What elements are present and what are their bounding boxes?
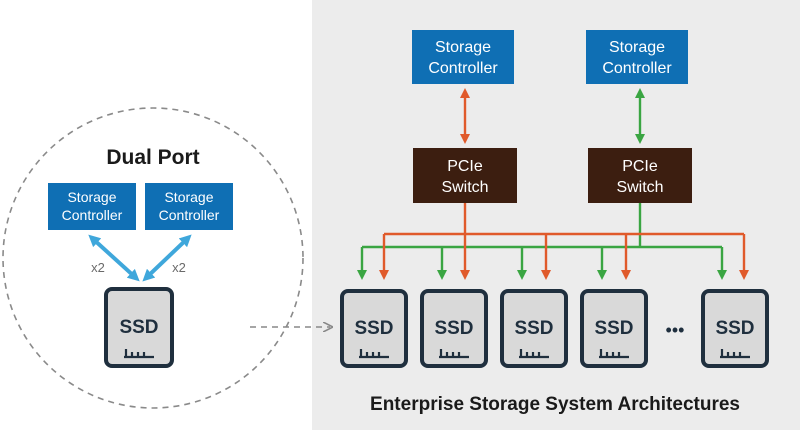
controller-label-line2: Controller <box>159 207 220 223</box>
enterprise-section: Storage Controller Storage Controller PC… <box>340 30 769 415</box>
dual-link-left-label: x2 <box>91 260 105 275</box>
controller-label-line2: Controller <box>602 60 672 77</box>
orange-bus <box>379 203 749 280</box>
ssd-connector-icon <box>599 349 629 359</box>
dual-port-section: Dual Port Storage Controller Storage Con… <box>2 107 304 409</box>
pcie-switch-2: PCIe Switch <box>588 148 692 203</box>
dual-port-ssd: SSD <box>104 287 174 368</box>
enterprise-ssd-1: SSD <box>340 289 408 368</box>
ssd-connector-icon <box>439 349 469 359</box>
pcie-switch-1: PCIe Switch <box>413 148 517 203</box>
enterprise-storage-controller-1: Storage Controller <box>412 30 514 84</box>
enterprise-ssd-5: SSD <box>701 289 769 368</box>
ssd-connector-icon <box>359 349 389 359</box>
dual-link-left-arrow <box>88 234 140 282</box>
dual-storage-controller-left: Storage Controller <box>48 183 136 230</box>
enterprise-ssd-2: SSD <box>420 289 488 368</box>
controller-label-line1: Storage <box>164 189 213 205</box>
enterprise-ssd-4: SSD <box>580 289 648 368</box>
ssd-connector-icon <box>124 349 154 359</box>
ssd-connector-icon <box>720 349 750 359</box>
dual-link-right-arrow <box>142 234 192 282</box>
ssd-ellipsis: ••• <box>666 320 685 340</box>
controller-label-line1: Storage <box>67 189 116 205</box>
green-bus <box>357 203 727 280</box>
ssd-label: SSD <box>715 318 754 339</box>
ssd-label: SSD <box>514 318 553 339</box>
switch-label-line2: Switch <box>441 179 488 196</box>
dual-link-right-label: x2 <box>172 260 186 275</box>
ssd-label: SSD <box>354 318 393 339</box>
dual-storage-controller-right: Storage Controller <box>145 183 233 230</box>
enterprise-ssd-3: SSD <box>500 289 568 368</box>
controller-label-line1: Storage <box>609 39 665 56</box>
ssd-label: SSD <box>434 318 473 339</box>
controller-label-line1: Storage <box>435 39 491 56</box>
ssd-label: SSD <box>594 318 633 339</box>
enterprise-caption: Enterprise Storage System Architectures <box>370 394 740 415</box>
ssd-connector-icon <box>519 349 549 359</box>
enterprise-storage-controller-2: Storage Controller <box>586 30 688 84</box>
ssd-label: SSD <box>119 317 158 338</box>
controller-label-line2: Controller <box>62 207 123 223</box>
switch-label-line1: PCIe <box>622 158 658 175</box>
dual-port-title: Dual Port <box>106 146 199 169</box>
controller-label-line2: Controller <box>428 60 498 77</box>
switch-label-line2: Switch <box>616 179 663 196</box>
switch-label-line1: PCIe <box>447 158 483 175</box>
